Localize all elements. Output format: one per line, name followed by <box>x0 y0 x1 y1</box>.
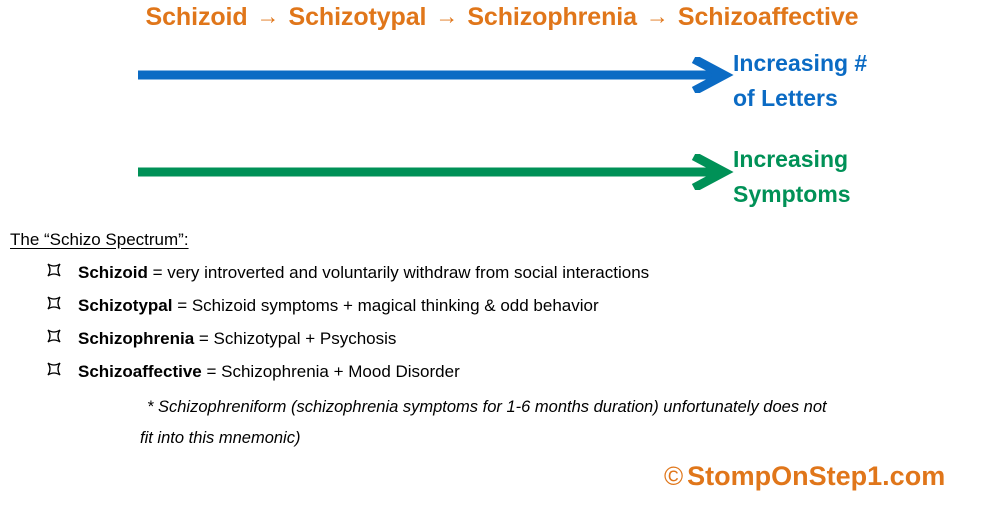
bowtie-bullet-icon <box>47 329 61 343</box>
list-item-term: Schizotypal <box>78 296 173 315</box>
increasing-symptoms-label-line1: Increasing <box>733 146 849 172</box>
list-item: Schizotypal = Schizoid symptoms + magica… <box>0 294 1004 327</box>
list-item-definition: = very introverted and voluntarily withd… <box>147 263 650 282</box>
footnote-line-1: * Schizophreniform (schizophrenia sympto… <box>147 398 827 416</box>
list-item-text: Schizoaffective = Schizophrenia + Mood D… <box>78 360 460 384</box>
list-item-term: Schizoaffective <box>78 362 202 381</box>
schizophreniform-footnote: * Schizophreniform (schizophrenia sympto… <box>140 392 970 454</box>
increasing-symptoms-label: Increasing Symptoms <box>733 142 851 212</box>
title-arrow-icon-1: → <box>256 2 280 29</box>
right-arrow-icon-blue <box>138 57 734 93</box>
title-term-schizoid: Schizoid <box>145 2 248 31</box>
list-item-definition: = Schizophrenia + Mood Disorder <box>201 362 460 381</box>
increasing-letters-arrow <box>138 57 738 93</box>
site-branding: ©StompOnStep1.com <box>664 461 945 492</box>
list-item-text: Schizophrenia = Schizotypal + Psychosis <box>78 327 396 351</box>
spectrum-title: Schizoid → Schizotypal → Schizophrenia →… <box>0 0 1004 34</box>
list-item-definition: = Schizoid symptoms + magical thinking &… <box>172 296 599 315</box>
spectrum-list: Schizoid = very introverted and voluntar… <box>0 261 1004 393</box>
bowtie-bullet-icon <box>47 263 61 277</box>
increasing-symptoms-arrow <box>138 154 738 190</box>
increasing-letters-label-line1: Increasing # <box>733 50 868 76</box>
list-item-term: Schizoid <box>78 263 148 282</box>
list-item: Schizoid = very introverted and voluntar… <box>0 261 1004 294</box>
list-item: Schizoaffective = Schizophrenia + Mood D… <box>0 360 1004 393</box>
bowtie-bullet-icon <box>47 296 61 310</box>
title-term-schizoaffective: Schizoaffective <box>677 2 859 31</box>
spectrum-list-heading: The “Schizo Spectrum”: <box>10 230 189 249</box>
copyright-icon: © <box>664 461 684 491</box>
list-item-text: Schizoid = very introverted and voluntar… <box>78 261 649 285</box>
increasing-letters-label-line2: of Letters <box>733 85 838 111</box>
title-term-schizotypal: Schizotypal <box>288 2 427 31</box>
list-item-definition: = Schizotypal + Psychosis <box>194 329 397 348</box>
list-item-text: Schizotypal = Schizoid symptoms + magica… <box>78 294 599 318</box>
branding-site-name: StompOnStep1.com <box>687 461 946 491</box>
title-arrow-icon-2: → <box>435 2 459 29</box>
list-item: Schizophrenia = Schizotypal + Psychosis <box>0 327 1004 360</box>
footnote-line-2: fit into this mnemonic) <box>140 429 301 447</box>
title-arrow-icon-3: → <box>645 2 669 29</box>
right-arrow-icon-green <box>138 154 734 190</box>
increasing-symptoms-label-line2: Symptoms <box>733 181 851 207</box>
title-term-schizophrenia: Schizophrenia <box>467 2 637 31</box>
bowtie-bullet-icon <box>47 362 61 376</box>
increasing-letters-label: Increasing # of Letters <box>733 46 867 116</box>
list-item-term: Schizophrenia <box>78 329 195 348</box>
